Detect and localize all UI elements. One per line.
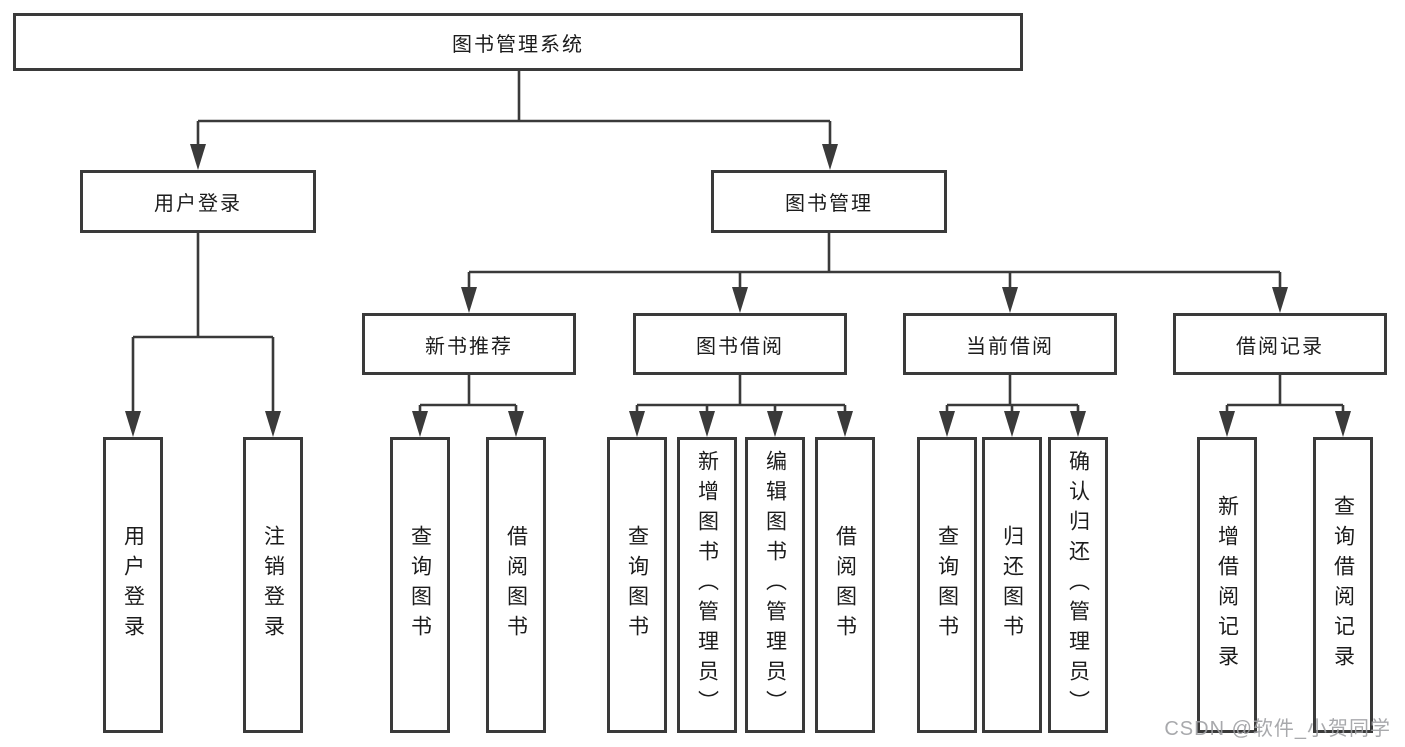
node-current-borrow: 当前借阅 bbox=[903, 313, 1117, 375]
node-label: 图书管理系统 bbox=[452, 33, 584, 56]
node-label: 查询图书 bbox=[408, 525, 432, 645]
node-label: 图书管理 bbox=[785, 193, 873, 215]
leaf-query-books-recommend: 查询图书 bbox=[390, 437, 450, 733]
node-label: 归还图书 bbox=[1000, 525, 1024, 645]
arrowhead bbox=[265, 411, 281, 437]
node-label: 图书借阅 bbox=[696, 335, 784, 358]
arrowhead bbox=[190, 144, 206, 170]
watermark: CSDN @软件_小贺同学 bbox=[1164, 718, 1391, 740]
connector-recommend-to-leaves bbox=[418, 375, 518, 413]
leaf-logout: 注销登录 bbox=[243, 437, 303, 733]
leaf-borrow-books: 借阅图书 bbox=[815, 437, 875, 733]
arrowhead bbox=[1219, 411, 1235, 437]
leaf-add-books-admin: 新增图书（管理员） bbox=[677, 437, 737, 733]
connector-root-to-level2 bbox=[196, 71, 832, 146]
leaf-user-login: 用户登录 bbox=[103, 437, 163, 733]
connector-login-to-leaves bbox=[131, 233, 275, 413]
node-label: 当前借阅 bbox=[966, 335, 1054, 358]
leaf-add-borrow-record: 新增借阅记录 bbox=[1197, 437, 1257, 733]
leaf-query-books-borrow: 查询图书 bbox=[607, 437, 667, 733]
arrowhead bbox=[508, 411, 524, 437]
node-label: 新增图书（管理员） bbox=[695, 450, 719, 720]
arrowhead bbox=[629, 411, 645, 437]
connector-current-to-leaves bbox=[945, 375, 1080, 413]
node-new-book-recommend: 新书推荐 bbox=[362, 313, 576, 375]
connector-mgmt-to-level3 bbox=[467, 233, 1282, 289]
leaf-query-borrow-record: 查询借阅记录 bbox=[1313, 437, 1373, 733]
arrowhead bbox=[822, 144, 838, 170]
arrowhead bbox=[1004, 411, 1020, 437]
node-label: 查询图书 bbox=[625, 525, 649, 645]
node-label: 查询借阅记录 bbox=[1331, 495, 1355, 675]
node-label: 编辑图书（管理员） bbox=[763, 450, 787, 720]
node-label: 借阅图书 bbox=[504, 525, 528, 645]
arrowhead bbox=[732, 287, 748, 313]
leaf-borrow-books-recommend: 借阅图书 bbox=[486, 437, 546, 733]
arrowhead bbox=[412, 411, 428, 437]
leaf-return-books: 归还图书 bbox=[982, 437, 1042, 733]
node-label: 借阅记录 bbox=[1236, 335, 1324, 358]
arrowhead bbox=[1335, 411, 1351, 437]
arrowhead bbox=[125, 411, 141, 437]
arrowhead bbox=[1070, 411, 1086, 437]
connector-records-to-leaves bbox=[1225, 375, 1345, 413]
arrowhead bbox=[461, 287, 477, 313]
node-label: 注销登录 bbox=[261, 525, 285, 645]
arrowhead bbox=[767, 411, 783, 437]
leaf-confirm-return-admin: 确认归还（管理员） bbox=[1048, 437, 1108, 733]
node-label: 借阅图书 bbox=[833, 525, 857, 645]
leaf-edit-books-admin: 编辑图书（管理员） bbox=[745, 437, 805, 733]
node-label: 确认归还（管理员） bbox=[1066, 450, 1090, 720]
node-user-login: 用户登录 bbox=[80, 170, 316, 233]
node-label: 用户登录 bbox=[154, 193, 242, 215]
leaf-query-books-current: 查询图书 bbox=[917, 437, 977, 733]
node-book-borrow: 图书借阅 bbox=[633, 313, 847, 375]
node-book-management-system: 图书管理系统 bbox=[13, 13, 1023, 71]
node-label: 新书推荐 bbox=[425, 335, 513, 358]
connector-borrow-to-leaves bbox=[635, 375, 847, 413]
arrowhead bbox=[1002, 287, 1018, 313]
node-borrow-records: 借阅记录 bbox=[1173, 313, 1387, 375]
arrowhead bbox=[699, 411, 715, 437]
node-label: 用户登录 bbox=[121, 525, 145, 645]
node-label: 查询图书 bbox=[935, 525, 959, 645]
arrowhead bbox=[837, 411, 853, 437]
node-label: 新增借阅记录 bbox=[1215, 495, 1239, 675]
arrowhead bbox=[1272, 287, 1288, 313]
arrowhead bbox=[939, 411, 955, 437]
node-book-management: 图书管理 bbox=[711, 170, 947, 233]
